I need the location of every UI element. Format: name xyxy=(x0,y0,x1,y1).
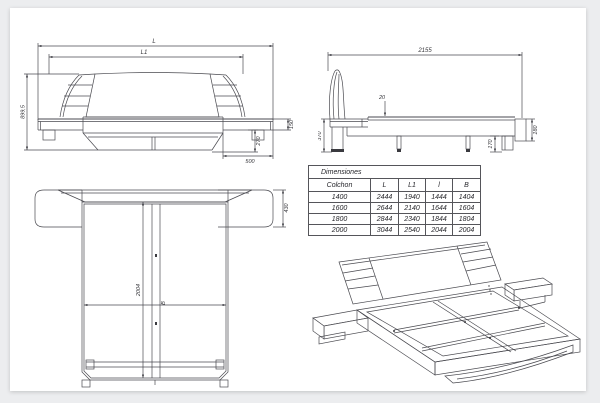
slats-iso xyxy=(393,300,546,353)
headboard-front xyxy=(59,72,246,118)
crossbar-top xyxy=(85,359,225,370)
foot-rail-side xyxy=(514,118,527,142)
dim-label-B: B xyxy=(161,301,167,305)
drawing-sheet: L L1 899,5 150 270 500 xyxy=(10,8,586,391)
side-view-drawing: 2155 20 370 180 170 xyxy=(318,48,539,153)
dim-label-170: 170 xyxy=(488,138,494,148)
table-title: Dimensiones xyxy=(307,165,482,179)
dim-label-2004: 2004 xyxy=(136,284,142,297)
col-header-L1: L1 xyxy=(398,178,426,192)
dim-L xyxy=(37,43,274,120)
dim-shelf-drop xyxy=(212,129,258,153)
dim-leg-height xyxy=(490,135,502,153)
center-rail-top xyxy=(151,204,161,378)
col-header-B: B xyxy=(451,178,482,192)
right-nightstand-iso xyxy=(504,277,553,309)
feet-top xyxy=(81,379,229,388)
col-header-l: l xyxy=(425,178,453,192)
dim-nightstand-width xyxy=(222,130,274,159)
bed-frame-top xyxy=(81,190,229,381)
dim-label-370: 370 xyxy=(318,130,323,140)
bed-rail-side xyxy=(346,116,515,137)
dim-label-500: 500 xyxy=(245,159,255,165)
dim-total-length xyxy=(327,52,523,118)
headboard-iso xyxy=(338,241,502,305)
dim-label-180: 180 xyxy=(533,124,539,134)
dim-label-430: 430 xyxy=(284,202,290,212)
top-view-drawing: 2004 B 430 xyxy=(34,189,290,388)
dim-base-height xyxy=(321,118,332,153)
dim-label-150: 150 xyxy=(289,119,295,129)
bed-frame-iso xyxy=(356,286,581,376)
dim-nightstand-depth xyxy=(273,189,286,228)
front-view-drawing: L L1 899,5 150 270 500 xyxy=(21,39,296,165)
dim-label-L1: L1 xyxy=(141,50,148,56)
bed-frame-front xyxy=(38,116,273,134)
dim-foot-height xyxy=(526,118,535,142)
headboard-side xyxy=(329,69,346,120)
bed-base-front xyxy=(82,132,224,151)
left-nightstand-iso xyxy=(312,309,369,345)
right-nightstand-front xyxy=(223,119,274,141)
left-nightstand-top xyxy=(34,189,82,228)
col-header-colchon: Colchon xyxy=(308,178,371,192)
dim-shelf-thickness xyxy=(273,118,291,131)
bed-legs-side xyxy=(396,135,514,152)
footboard-iso xyxy=(444,344,574,384)
dim-L1 xyxy=(48,54,244,74)
dim-label-20: 20 xyxy=(378,95,386,101)
left-nightstand-front xyxy=(37,119,83,141)
headboard-top xyxy=(57,189,253,203)
iso-3d-view xyxy=(312,241,581,384)
right-nightstand-top xyxy=(218,189,274,228)
col-header-L: L xyxy=(370,178,399,192)
dim-label-270: 270 xyxy=(256,135,262,146)
dim-label-2155: 2155 xyxy=(417,48,432,54)
dim-label-height: 899,5 xyxy=(21,104,27,119)
nightstand-side xyxy=(329,118,368,152)
dim-height xyxy=(24,73,98,151)
dim-label-L: L xyxy=(152,39,155,45)
